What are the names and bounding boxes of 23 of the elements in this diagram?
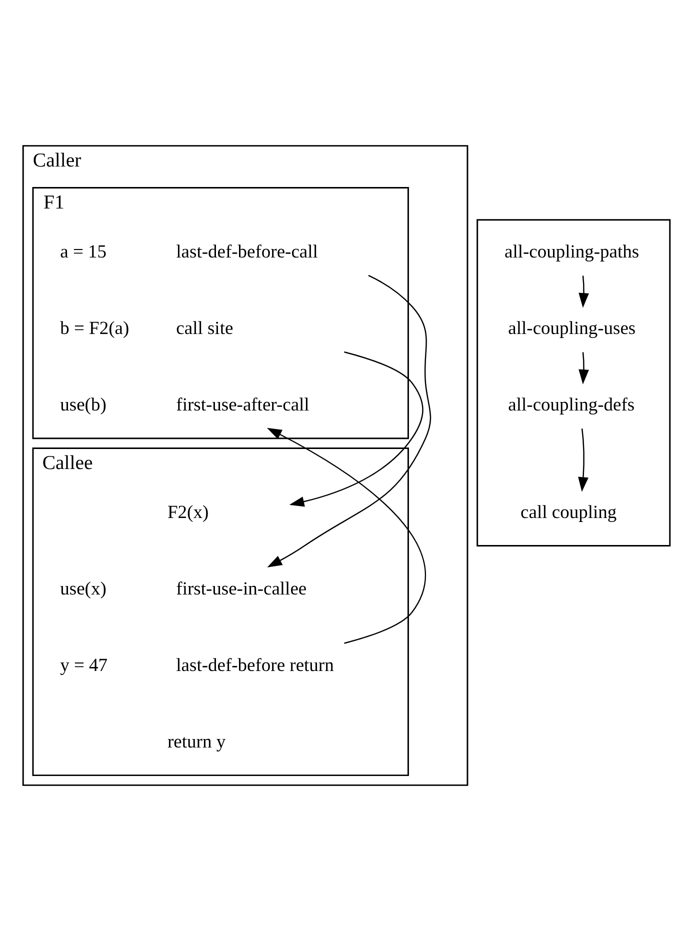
- arrow: [289, 351, 424, 507]
- node-text: y = 47: [60, 656, 108, 676]
- node-text: use(b): [60, 396, 106, 416]
- node-label: last-def-before-call: [176, 242, 318, 263]
- arrow: [578, 352, 589, 384]
- node-text: return y: [168, 732, 226, 753]
- node-text: all-coupling-uses: [508, 319, 636, 340]
- arrow: [267, 274, 432, 568]
- node-text: a = 15: [60, 242, 107, 263]
- node-label: call site: [176, 319, 234, 340]
- node-text: all-coupling-paths: [504, 242, 640, 263]
- node-text: b = F2(a): [60, 319, 130, 340]
- cluster: [476, 219, 671, 546]
- arrow: [578, 276, 589, 308]
- node-label: first-use-after-call: [176, 396, 310, 416]
- node-label: first-use-in-callee: [176, 579, 307, 600]
- arrow: [266, 428, 426, 644]
- node-text: use(x): [60, 579, 106, 600]
- node-text: call coupling: [520, 502, 617, 523]
- node-text: all-coupling-defs: [508, 396, 635, 416]
- arrow: [578, 428, 588, 492]
- node-text: F2(x): [168, 502, 209, 523]
- node-label: last-def-before return: [176, 656, 334, 676]
